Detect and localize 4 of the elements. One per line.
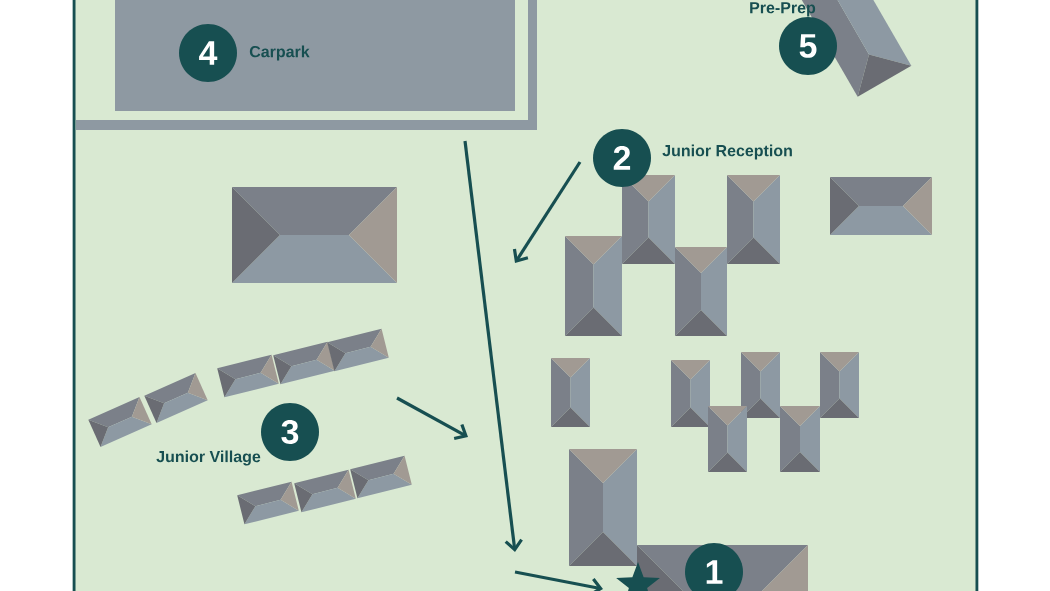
place-label: Junior Reception xyxy=(662,144,792,160)
place-label: Pre-Prep xyxy=(750,2,816,17)
place-label: Junior Village xyxy=(156,450,261,466)
place-label: Carpark xyxy=(249,45,310,61)
